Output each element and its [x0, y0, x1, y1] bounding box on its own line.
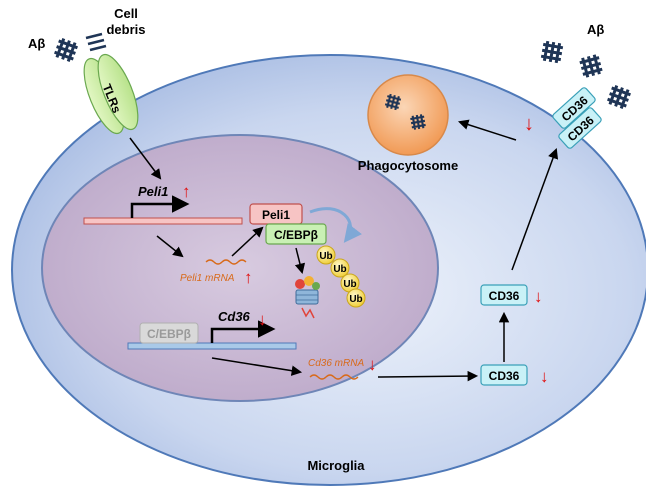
arrow-tlr-to-peli1 — [129, 137, 162, 180]
arrow-cd36-to-phagocytosome — [458, 119, 517, 141]
peli1-promoter-arrow — [130, 195, 190, 218]
abeta-right-icon-2 — [577, 52, 605, 80]
cytoplasm-cd36-box-1 — [480, 364, 528, 386]
abeta-label-right: Aβ — [587, 22, 604, 37]
arrow-peli1-gene-to-mrna — [156, 235, 184, 258]
abeta-in-phagocytosome-2 — [408, 112, 428, 132]
ubiquitination-curved-arrow — [309, 207, 362, 243]
cd36-mrna-label: Cd36 mRNA — [308, 358, 364, 369]
cytoplasm-cd36-label-2: CD36 — [489, 289, 520, 303]
cd36-dna — [127, 342, 297, 350]
ub-label-1: Ub — [319, 251, 332, 262]
abeta-label-left: Aβ — [28, 36, 45, 51]
cell-debris-label-line1: Cell — [114, 6, 138, 21]
peli1-mrna-up-arrow: ↑ — [244, 268, 253, 287]
peli1-mrna-wave — [205, 259, 247, 265]
tlr-receptor: TLRs — [83, 53, 139, 135]
peli1-mrna-label: Peli1 mRNA — [180, 273, 235, 284]
peli1-protein-label: Peli1 — [262, 208, 290, 222]
cd36-gene-label: Cd36 — [218, 309, 251, 324]
cebpb-protein-box — [265, 223, 327, 245]
arrow-mrna-to-peli1-protein — [231, 226, 264, 257]
membrane-cd36-down-arrow: ↓ — [524, 113, 534, 135]
ub-label-4: Ub — [349, 294, 362, 305]
cd36-mrna-wave — [309, 374, 359, 380]
abeta-left-icon — [51, 35, 81, 65]
cd36-promoter-arrow — [210, 320, 276, 343]
nucleus — [41, 134, 439, 402]
microglia-label: Microglia — [307, 458, 365, 473]
abeta-right-icon-3 — [604, 82, 634, 112]
arrow-mrna-to-cd36 — [377, 370, 479, 382]
cytoplasm-cd36-box-2 — [480, 284, 528, 306]
cebpb-dim-box — [139, 322, 199, 344]
ub-label-3: Ub — [343, 279, 356, 290]
cell-debris-label-line2: debris — [106, 22, 145, 37]
peli1-dna — [83, 217, 243, 225]
peli1-gene-up-arrow: ↑ — [182, 182, 191, 201]
arrow-cd36-2-to-membrane — [511, 148, 559, 271]
ubiquitin-chain: Ub Ub Ub Ub — [316, 245, 366, 308]
cell-debris-icon — [85, 32, 107, 52]
cebpb-protein-label: C/EBPβ — [274, 228, 318, 242]
cebpb-dim-label: C/EBPβ — [147, 327, 191, 341]
proteasome-icon — [295, 276, 320, 319]
cytoplasm-cd36-down-arrow-1: ↓ — [540, 367, 549, 386]
phagocytosome-label: Phagocytosome — [358, 158, 458, 173]
cytoplasm-cd36-down-arrow-2: ↓ — [534, 287, 543, 306]
cd36-gene-down-arrow: ↓ — [258, 310, 267, 329]
abeta-right-icon-1 — [538, 38, 566, 66]
ub-label-2: Ub — [333, 264, 346, 275]
cytoplasm-cd36-label-1: CD36 — [489, 369, 520, 383]
arrow-cd36-gene-to-mrna — [211, 357, 303, 376]
arrow-cebpb-to-proteasome — [294, 247, 306, 275]
cd36-mrna-down-arrow: ↓ — [368, 355, 377, 374]
peli1-gene-label: Peli1 — [138, 184, 168, 199]
phagocytosome — [367, 74, 449, 156]
